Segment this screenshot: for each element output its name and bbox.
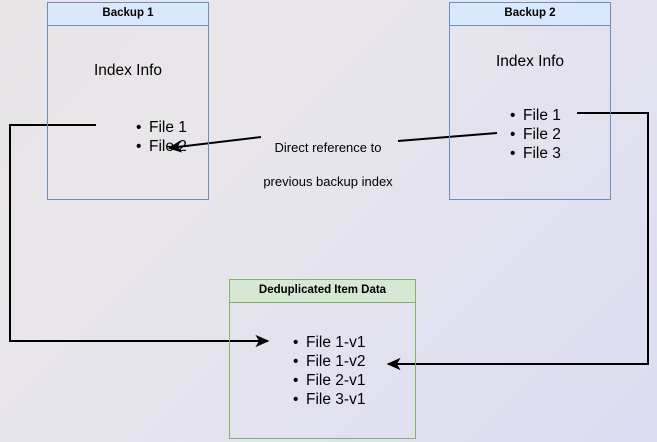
caption-line-2: previous backup index — [263, 174, 393, 189]
dedup-header: Deduplicated Item Data — [230, 280, 415, 303]
connector-caption-to-backup2 — [397, 132, 498, 142]
deduplicated-item-data-box[interactable]: Deduplicated Item Data File 1-v1 File 1-… — [229, 279, 416, 439]
connector-backup1-to-dedup — [9, 124, 270, 348]
list-item: File 1 — [136, 118, 187, 137]
connector-backup2-to-dedup — [386, 112, 649, 371]
backup2-box[interactable]: Backup 2 Index Info File 1 File 2 File 3 — [449, 2, 611, 200]
backup2-header: Backup 2 — [450, 3, 610, 26]
list-item: File 1-v2 — [293, 352, 366, 371]
list-item: File 1-v1 — [293, 333, 366, 352]
dedup-item-list: File 1-v1 File 1-v2 File 2-v1 File 3-v1 — [290, 333, 366, 409]
backup1-subtitle: Index Info — [93, 62, 163, 79]
backup1-box[interactable]: Backup 1 Index Info File 1 File 2 — [47, 2, 209, 200]
backup2-subtitle: Index Info — [495, 53, 565, 70]
caption-line-1: Direct reference to — [274, 140, 382, 155]
list-item: File 2 — [510, 125, 561, 144]
backup2-header-label: Backup 2 — [504, 7, 556, 20]
list-item: File 3-v1 — [293, 390, 366, 409]
backup1-header-label: Backup 1 — [102, 7, 154, 20]
backup1-item-list: File 1 File 2 — [133, 118, 187, 156]
list-item: File 3 — [510, 144, 561, 163]
dedup-header-label: Deduplicated Item Data — [258, 284, 387, 297]
list-item: File 2-v1 — [293, 371, 366, 390]
list-item: File 1 — [510, 106, 561, 125]
backup1-header: Backup 1 — [48, 3, 208, 26]
direct-reference-caption: Direct reference to previous backup inde… — [243, 122, 413, 207]
list-item: File 2 — [136, 137, 187, 156]
backup2-item-list: File 1 File 2 File 3 — [507, 106, 561, 163]
